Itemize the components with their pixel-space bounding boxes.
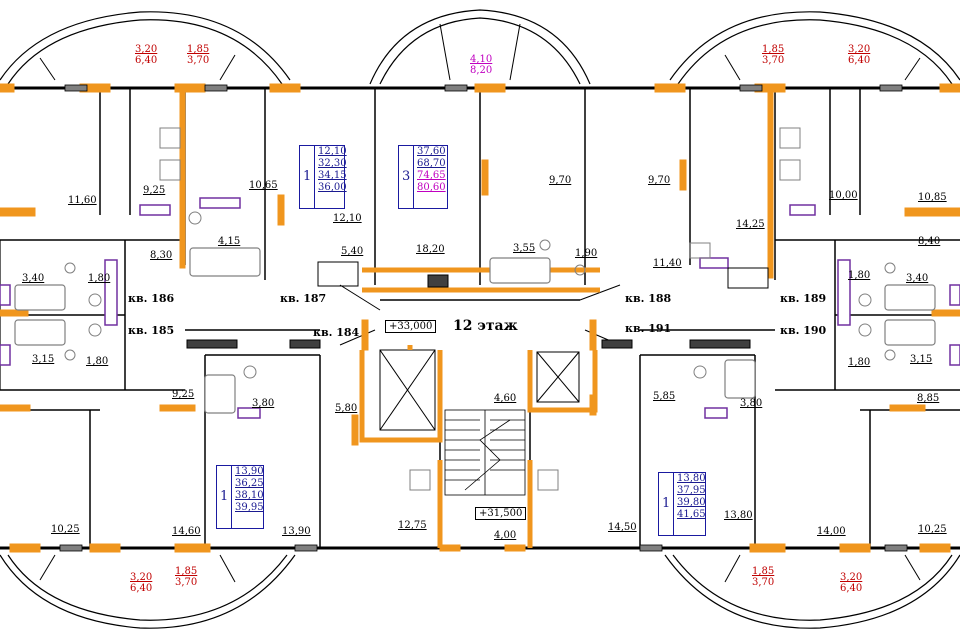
room-area: 9,25 bbox=[172, 389, 195, 400]
stairwell bbox=[444, 409, 526, 496]
corridor-lines bbox=[339, 284, 621, 346]
wall-pieces bbox=[59, 84, 908, 552]
room-area: 3,15 bbox=[32, 354, 55, 365]
room-area: 5,80 bbox=[335, 403, 358, 414]
elevator-shafts bbox=[379, 349, 580, 431]
apartment-label-188: кв. 188 bbox=[625, 292, 672, 305]
room-area: 9,25 bbox=[143, 185, 166, 196]
room-area: 8,30 bbox=[150, 250, 173, 261]
room-area: 1,80 bbox=[86, 356, 109, 367]
room-area: 3,80 bbox=[740, 398, 763, 409]
room-area: 5,40 bbox=[341, 246, 364, 257]
room-area: 3,40 bbox=[906, 273, 929, 284]
room-area: 3,80 bbox=[252, 398, 275, 409]
room-area: 11,60 bbox=[68, 195, 97, 206]
counters bbox=[186, 261, 769, 349]
room-area: 14,60 bbox=[172, 526, 201, 537]
room-area: 12,75 bbox=[398, 520, 427, 531]
room-area: 10,85 bbox=[918, 192, 947, 203]
room-area: 13,90 bbox=[282, 526, 311, 537]
room-area: 11,40 bbox=[653, 258, 682, 269]
room-area: 8,85 bbox=[917, 393, 940, 404]
room-area: 4,00 bbox=[494, 530, 517, 541]
room-area: 9,70 bbox=[648, 175, 671, 186]
apartment-label-187: кв. 187 bbox=[280, 292, 327, 305]
core-frame bbox=[359, 267, 600, 548]
room-area: 1,80 bbox=[848, 270, 871, 281]
room-area: 9,70 bbox=[549, 175, 572, 186]
toilets-sinks bbox=[64, 127, 896, 491]
room-area: 1,90 bbox=[575, 248, 598, 259]
apartment-label-186: кв. 186 bbox=[128, 292, 175, 305]
room-area: 14,50 bbox=[608, 522, 637, 533]
apartment-label-189: кв. 189 bbox=[780, 292, 827, 305]
room-area: 8,40 bbox=[918, 236, 941, 247]
room-area: 5,85 bbox=[653, 391, 676, 402]
elevation-mark-lower: +31,500 bbox=[475, 507, 527, 520]
room-area: 3,40 bbox=[22, 273, 45, 284]
apartment-label-191: кв. 191 bbox=[625, 322, 672, 335]
plumbing-fixtures bbox=[0, 197, 960, 419]
room-area: 12,10 bbox=[333, 213, 362, 224]
room-area: 14,25 bbox=[736, 219, 765, 230]
room-area: 10,25 bbox=[918, 524, 947, 535]
room-area: 4,15 bbox=[218, 236, 241, 247]
apartment-label-190: кв. 190 bbox=[780, 324, 827, 337]
room-area: 10,00 bbox=[829, 190, 858, 201]
room-area: 3,55 bbox=[513, 243, 536, 254]
room-area: 13,80 bbox=[724, 510, 753, 521]
room-area: 1,80 bbox=[848, 357, 871, 368]
apartment-label-185: кв. 185 bbox=[128, 324, 175, 337]
room-area: 1,80 bbox=[88, 273, 111, 284]
room-area: 10,65 bbox=[249, 180, 278, 191]
elevation-mark-upper: +33,000 bbox=[385, 320, 437, 333]
bathtubs bbox=[14, 247, 936, 414]
room-area: 3,15 bbox=[910, 354, 933, 365]
room-area: 4,60 bbox=[494, 393, 517, 404]
room-area: 18,20 bbox=[416, 244, 445, 255]
apartment-label-184: кв. 184 bbox=[313, 326, 360, 339]
balcony-arcs bbox=[0, 9, 960, 629]
room-area: 14,00 bbox=[817, 526, 846, 537]
floor-label: 12 этаж bbox=[453, 318, 518, 334]
room-area: 10,25 bbox=[51, 524, 80, 535]
balcony-partitions bbox=[39, 23, 921, 583]
